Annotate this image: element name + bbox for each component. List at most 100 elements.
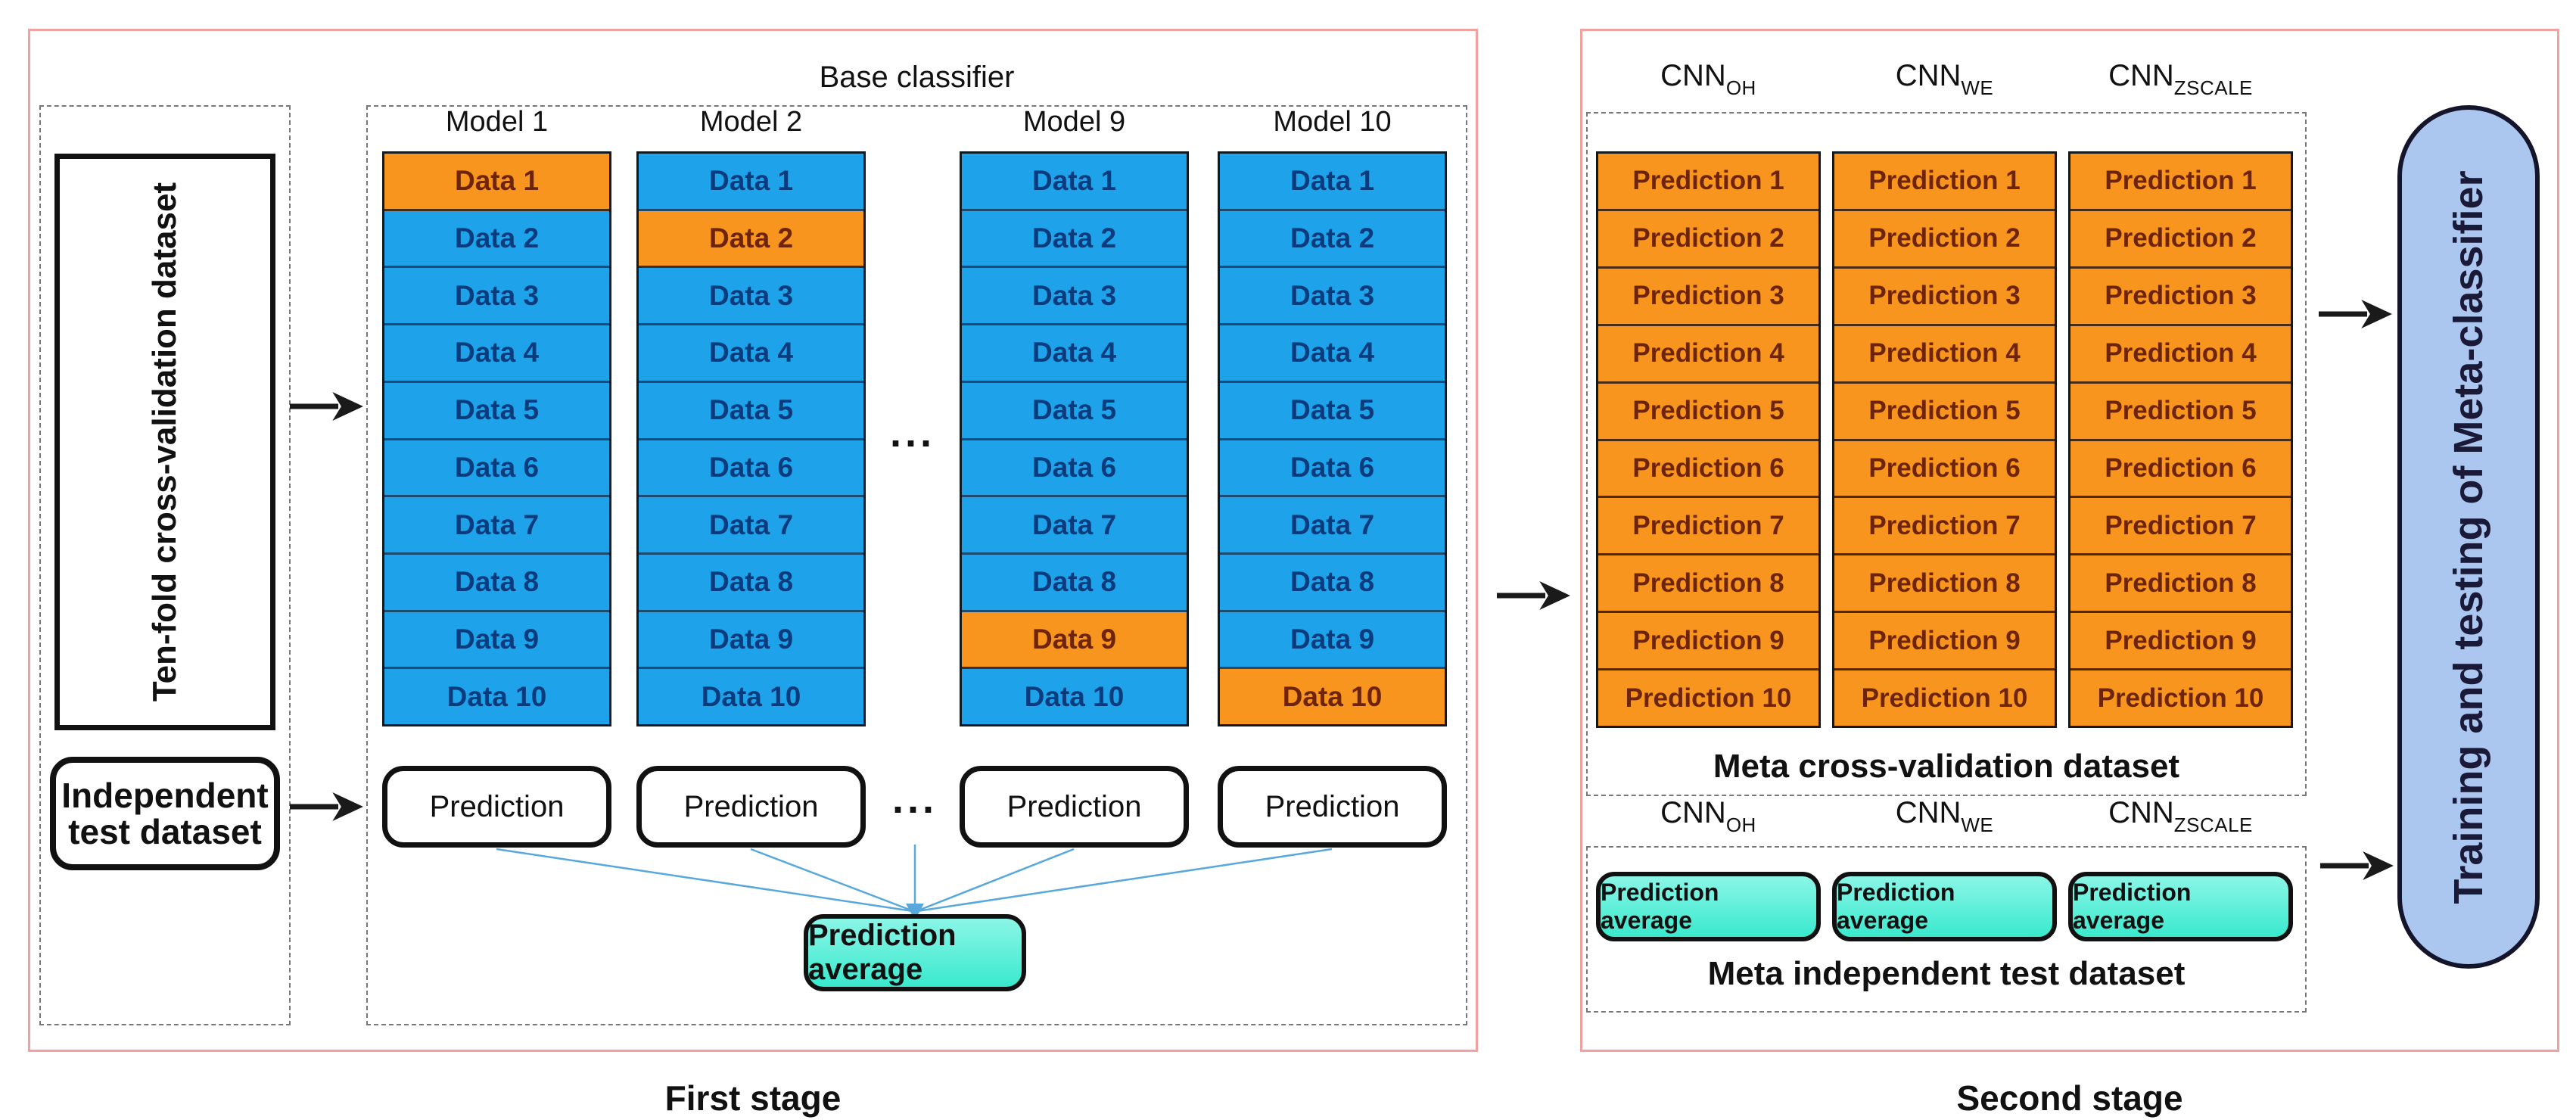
prediction-cell: Prediction 10 — [1834, 670, 2055, 726]
cnn-we-label: CNNWE — [1895, 796, 1994, 836]
arrow-right-icon — [1497, 580, 1570, 611]
prediction-cell: Prediction 1 — [2070, 154, 2291, 211]
data-cell: Data 5 — [384, 382, 609, 440]
data-cell: Data 1 — [639, 154, 863, 211]
data-cell: Data 8 — [1220, 554, 1445, 612]
tenfold-dataset-box: Ten-fold cross-validation dataset — [54, 154, 275, 730]
data-cell: Data 9 — [639, 611, 863, 670]
prediction-cell: Prediction 9 — [1834, 613, 2055, 671]
data-cell: Data 9 — [384, 611, 609, 670]
data-cell: Data 10 — [962, 669, 1187, 725]
second-stage-caption: Second stage — [1956, 1078, 2183, 1118]
data-cell: Data 6 — [384, 440, 609, 498]
prediction-cell: Prediction 4 — [1834, 325, 2055, 384]
prediction-cell: Prediction 6 — [1598, 440, 1818, 499]
prediction-cell: Prediction 7 — [2070, 498, 2291, 556]
converging-arrows — [496, 845, 1333, 920]
data-cell: Data 10 — [639, 669, 863, 725]
prediction-cell: Prediction 2 — [1834, 210, 2055, 269]
data-cell: Data 7 — [639, 497, 863, 555]
data-cell: Data 4 — [962, 325, 1187, 383]
prediction-cell: Prediction 7 — [1834, 498, 2055, 556]
prediction-cell: Prediction 10 — [1598, 670, 1818, 726]
base-classifier-container — [366, 105, 1467, 1025]
model-1-header: Model 1 — [445, 106, 549, 138]
meta-classifier-box: Training and testing of Meta-classifier — [2397, 105, 2540, 969]
prediction-cell: Prediction 6 — [1834, 440, 2055, 499]
cnn-we-label: CNNWE — [1895, 59, 1994, 99]
data-cell: Data 1 — [384, 154, 609, 211]
data-cell: Data 2 — [962, 210, 1187, 269]
prediction-cell: Prediction 4 — [2070, 325, 2291, 384]
input-datasets-container — [39, 105, 291, 1025]
prediction-cell: Prediction 9 — [1598, 613, 1818, 671]
cnn-zscale-prediction-column: Prediction 1 Prediction 2 Prediction 3 P… — [2068, 151, 2293, 728]
data-cell: Data 8 — [639, 554, 863, 612]
data-cell: Data 8 — [962, 554, 1187, 612]
prediction-cell: Prediction 4 — [1598, 325, 1818, 384]
data-cell: Data 1 — [962, 154, 1187, 211]
prediction-cell: Prediction 5 — [1834, 383, 2055, 441]
data-cell: Data 4 — [1220, 325, 1445, 383]
data-cell: Data 2 — [1220, 210, 1445, 269]
model-2-column: Data 1 Data 2 Data 3 Data 4 Data 5 Data … — [636, 151, 866, 726]
cnn-zscale-label: CNNZSCALE — [2108, 59, 2253, 99]
model-9-header: Model 9 — [1022, 106, 1126, 138]
cnn-zscale-label: CNNZSCALE — [2108, 796, 2253, 836]
cnn-oh-prediction-column: Prediction 1 Prediction 2 Prediction 3 P… — [1596, 151, 1821, 728]
data-cell: Data 6 — [1220, 440, 1445, 498]
data-cell: Data 1 — [1220, 154, 1445, 211]
arrow-right-icon — [290, 391, 363, 422]
data-cell: Data 3 — [639, 268, 863, 326]
prediction-cell: Prediction 5 — [2070, 383, 2291, 441]
prediction-box-9: Prediction — [960, 766, 1189, 848]
prediction-average-box-zscale: Prediction average — [2068, 872, 2293, 941]
prediction-cell: Prediction 3 — [1598, 268, 1818, 326]
data-cell: Data 7 — [962, 497, 1187, 555]
prediction-average-box: Prediction average — [804, 914, 1026, 991]
prediction-cell: Prediction 5 — [1598, 383, 1818, 441]
model-2-header: Model 2 — [699, 106, 803, 138]
models-ellipsis: ... — [889, 410, 935, 456]
predictions-ellipsis: ... — [891, 776, 938, 822]
prediction-cell: Prediction 3 — [1834, 268, 2055, 326]
prediction-cell: Prediction 2 — [2070, 210, 2291, 269]
data-cell: Data 10 — [384, 669, 609, 725]
prediction-average-box-we: Prediction average — [1832, 872, 2057, 941]
data-cell: Data 6 — [962, 440, 1187, 498]
data-cell: Data 9 — [1220, 611, 1445, 670]
prediction-box-2: Prediction — [636, 766, 866, 848]
cnn-we-prediction-column: Prediction 1 Prediction 2 Prediction 3 P… — [1832, 151, 2057, 728]
data-cell: Data 8 — [384, 554, 609, 612]
meta-itd-container — [1586, 846, 2307, 1013]
prediction-cell: Prediction 7 — [1598, 498, 1818, 556]
independent-test-dataset-label: Independent test dataset — [61, 775, 269, 851]
data-cell: Data 6 — [639, 440, 863, 498]
prediction-cell: Prediction 6 — [2070, 440, 2291, 499]
prediction-cell: Prediction 8 — [1834, 555, 2055, 614]
model-10-column: Data 1 Data 2 Data 3 Data 4 Data 5 Data … — [1218, 151, 1447, 726]
data-cell: Data 3 — [1220, 268, 1445, 326]
data-cell: Data 3 — [384, 268, 609, 326]
data-cell: Data 7 — [1220, 497, 1445, 555]
data-cell: Data 7 — [384, 497, 609, 555]
data-cell: Data 5 — [639, 382, 863, 440]
model-10-header: Model 10 — [1273, 106, 1392, 138]
independent-test-dataset-box: Independent test dataset — [50, 757, 280, 870]
prediction-cell: Prediction 2 — [1598, 210, 1818, 269]
model-1-column: Data 1 Data 2 Data 3 Data 4 Data 5 Data … — [382, 151, 611, 726]
prediction-box-10: Prediction — [1218, 766, 1447, 848]
data-cell: Data 4 — [639, 325, 863, 383]
first-stage-caption: First stage — [664, 1078, 842, 1118]
tenfold-dataset-label: Ten-fold cross-validation dataset — [146, 182, 183, 702]
meta-classifier-label: Training and testing of Meta-classifier — [2446, 170, 2491, 904]
arrow-right-icon — [2319, 299, 2392, 329]
arrow-right-icon — [2320, 851, 2394, 881]
cnn-oh-label: CNNOH — [1660, 59, 1756, 99]
prediction-cell: Prediction 9 — [2070, 613, 2291, 671]
arrowhead-down-icon — [906, 904, 924, 920]
meta-cv-caption: Meta cross-validation dataset — [1713, 748, 2180, 785]
arrow-right-icon — [290, 792, 363, 822]
prediction-cell: Prediction 10 — [2070, 670, 2291, 726]
